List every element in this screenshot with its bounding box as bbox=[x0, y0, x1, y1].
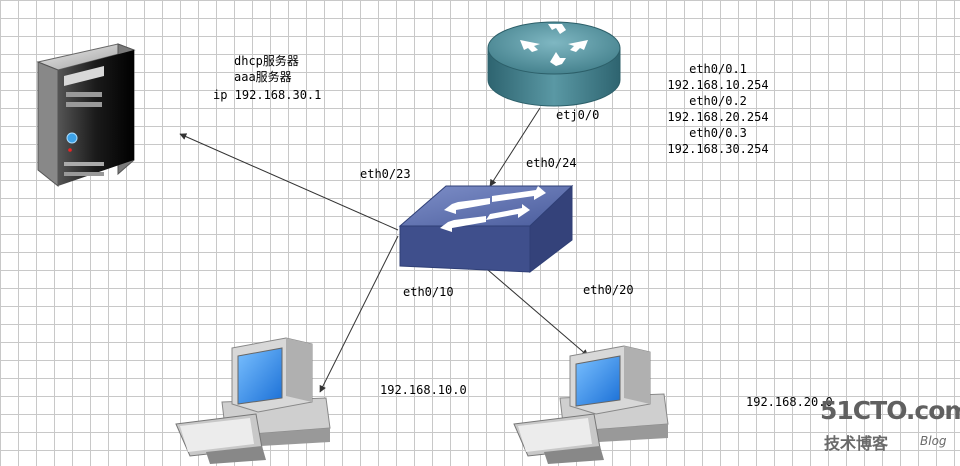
link-router-to-switch bbox=[489, 107, 541, 187]
subif2-name: eth0/0.2 bbox=[689, 94, 747, 108]
pc-icon-right bbox=[513, 345, 669, 464]
subif2-ip: 192.168.20.254 bbox=[667, 110, 769, 124]
site-watermark: 51CTO.com 技术博客 Blog bbox=[820, 396, 960, 458]
right-subnet-label: 192.168.20.0 bbox=[746, 395, 833, 409]
left-subnet-label: 192.168.10.0 bbox=[380, 383, 467, 397]
switch-port-10: eth0/10 bbox=[403, 285, 454, 299]
server-label-ip: ip 192.168.30.1 bbox=[213, 88, 322, 102]
router-icon bbox=[487, 21, 621, 107]
subif1-name: eth0/0.1 bbox=[689, 62, 747, 76]
switch-port-20: eth0/20 bbox=[583, 283, 634, 297]
pc-icon-left bbox=[175, 337, 331, 464]
link-switch-to-right-pc bbox=[487, 269, 589, 357]
subif3-name: eth0/0.3 bbox=[689, 126, 747, 140]
router-port-label: etj0/0 bbox=[556, 108, 600, 122]
switch-port-24: eth0/24 bbox=[526, 156, 577, 170]
switch-port-23: eth0/23 bbox=[360, 167, 411, 181]
watermark-site: 51CTO.com bbox=[820, 396, 960, 425]
link-switch-to-server bbox=[179, 133, 399, 231]
server-icon bbox=[36, 43, 136, 188]
server-label-aaa: aaa服务器 bbox=[234, 70, 292, 84]
connection-lines bbox=[179, 107, 589, 393]
watermark-blog: Blog bbox=[920, 434, 947, 448]
watermark-tagline: 技术博客 bbox=[824, 434, 889, 453]
switch-icon bbox=[398, 184, 574, 274]
router-subinterface-list: eth0/0.1 192.168.10.254 eth0/0.2 192.168… bbox=[666, 61, 770, 157]
subif3-ip: 192.168.30.254 bbox=[667, 142, 769, 156]
subif1-ip: 192.168.10.254 bbox=[667, 78, 769, 92]
link-switch-to-left-pc bbox=[319, 235, 399, 393]
server-label-dhcp: dhcp服务器 bbox=[234, 54, 299, 68]
